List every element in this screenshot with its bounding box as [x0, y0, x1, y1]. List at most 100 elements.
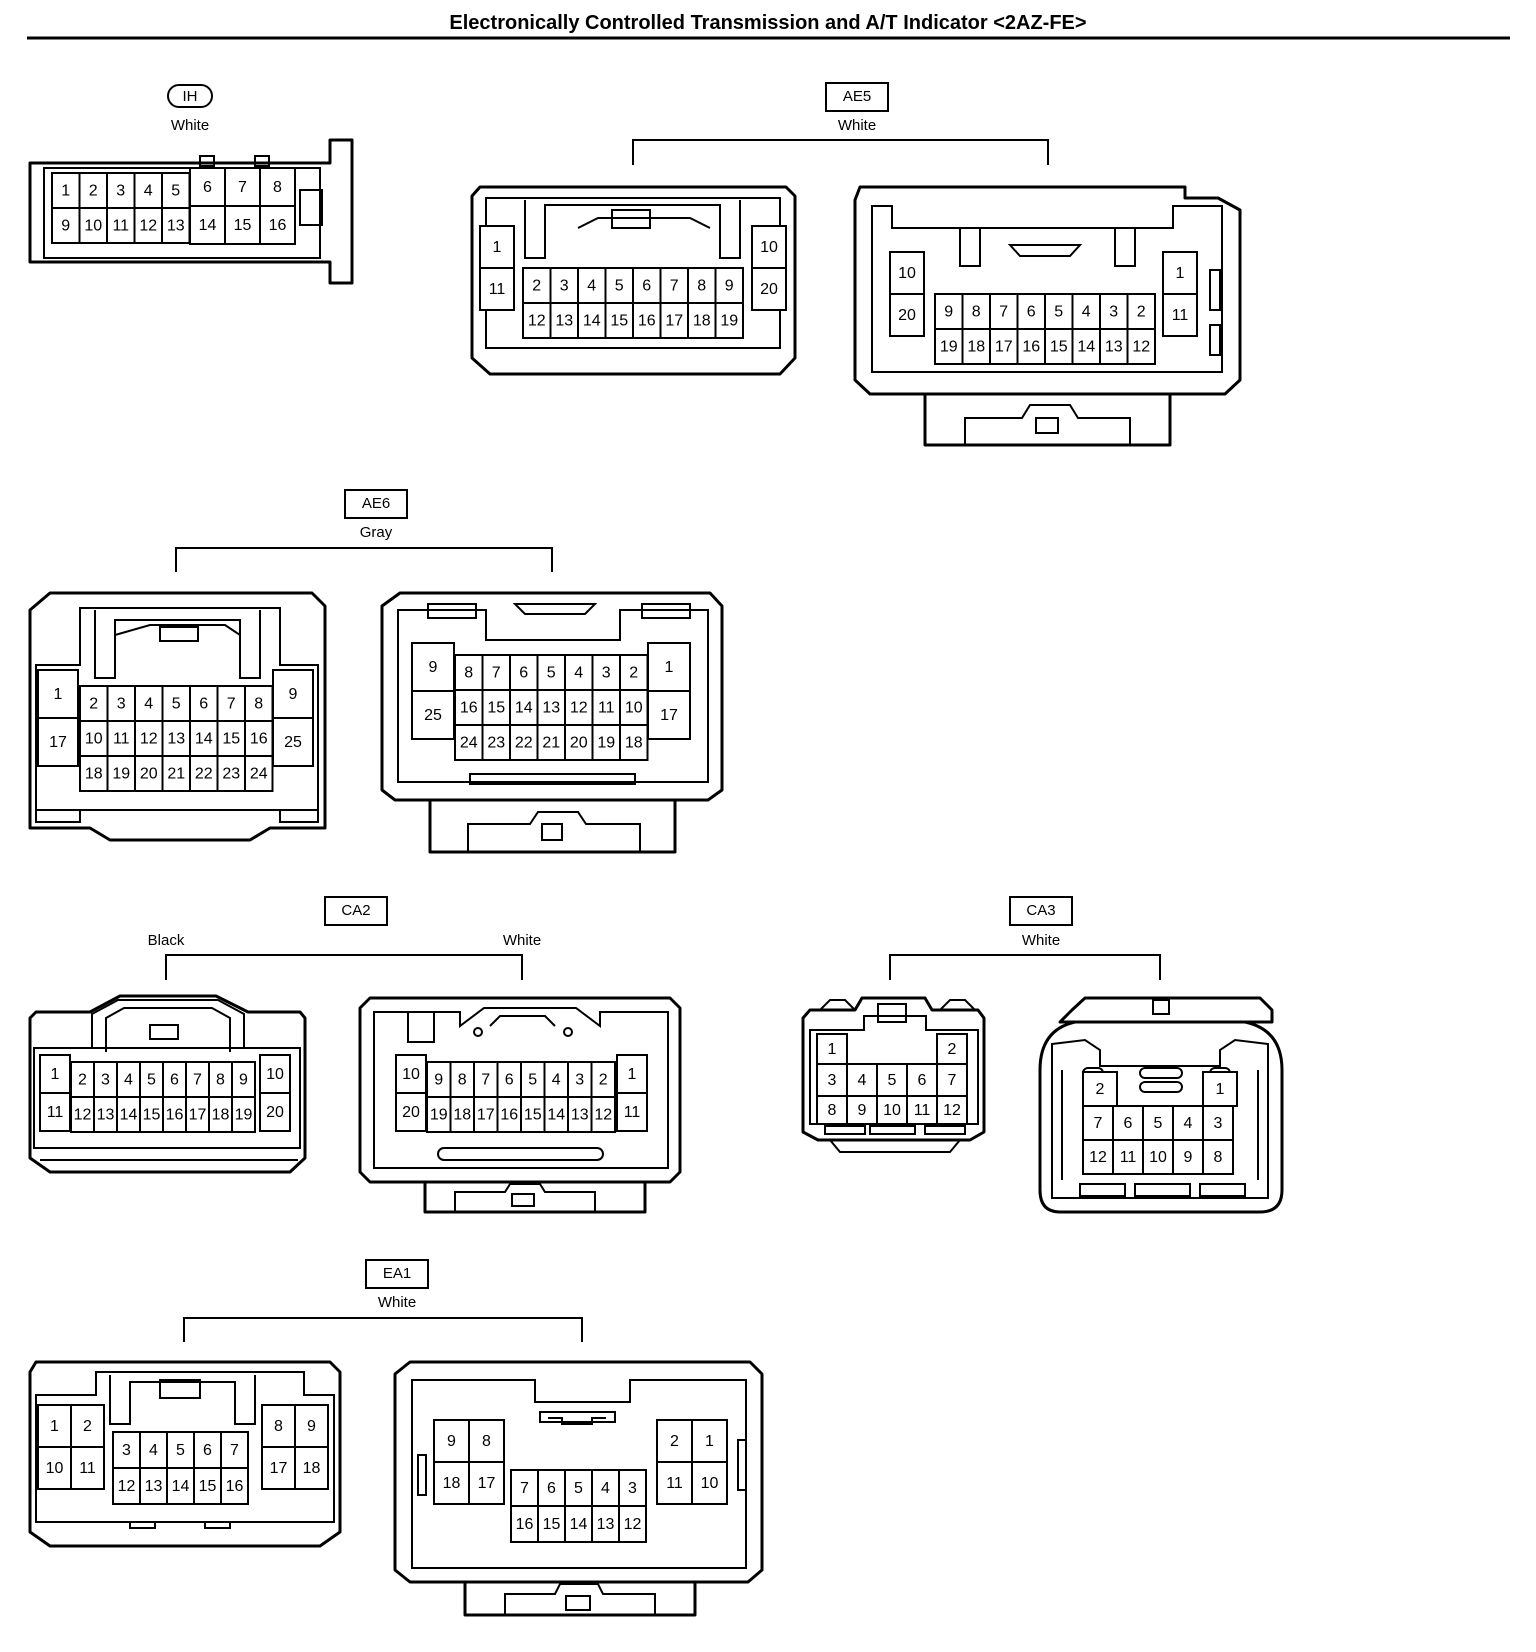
- pin-number: 16: [269, 217, 287, 234]
- pin-cell: [1126, 328, 1156, 365]
- pin-number: 12: [594, 1107, 612, 1124]
- pin-number: 11: [489, 281, 506, 298]
- pin-number: 6: [170, 1072, 179, 1089]
- pin-number: 22: [515, 735, 533, 752]
- pin-number: 14: [120, 1107, 138, 1124]
- rib: [1079, 1183, 1126, 1197]
- pin-number: 19: [235, 1107, 253, 1124]
- connector-base-latch: [454, 1183, 596, 1212]
- pin-number: 16: [460, 700, 478, 717]
- rib: [437, 1147, 604, 1161]
- pin-number: 10: [898, 265, 916, 282]
- pin-number: 7: [230, 1442, 239, 1459]
- lock-tab: [489, 1015, 556, 1027]
- pin-number: 1: [54, 686, 63, 703]
- pin-number: 20: [898, 307, 916, 324]
- connector-base-latch: [467, 811, 641, 852]
- pin-number: 2: [948, 1041, 957, 1058]
- pin-number: 7: [999, 304, 1008, 321]
- pin-number: 14: [583, 313, 601, 330]
- pin-cell: [259, 1092, 291, 1132]
- pin-cell: [549, 302, 579, 339]
- pin-cell: [816, 1095, 848, 1125]
- connector-bracket: [632, 139, 1049, 165]
- pin-cell: [106, 172, 136, 209]
- pin-number: 8: [458, 1072, 467, 1089]
- connector-base: [463, 1582, 697, 1617]
- connector-code: AE5: [843, 88, 871, 105]
- lock-arm: [524, 200, 741, 259]
- pin-number: 1: [1176, 265, 1185, 282]
- pin-cell: [1162, 251, 1198, 295]
- connector-bracket: [175, 547, 553, 572]
- key: [407, 1011, 435, 1043]
- pin-number: 6: [519, 665, 528, 682]
- pin-number: 6: [547, 1480, 556, 1497]
- pin-number: 9: [447, 1433, 456, 1450]
- pin-cell: [522, 302, 552, 339]
- pin-number: 5: [1054, 304, 1063, 321]
- pin-cell: [751, 225, 787, 269]
- pin-number: 3: [628, 1480, 637, 1497]
- pin-number: 15: [199, 1478, 217, 1495]
- pin-cell: [537, 1469, 566, 1507]
- pin-cell: [244, 685, 274, 722]
- pin-number: 25: [424, 707, 442, 724]
- connector-code: CA3: [1026, 902, 1055, 919]
- pin-number: 6: [918, 1072, 927, 1089]
- pin-number: 8: [697, 278, 706, 295]
- pin-number: 4: [124, 1072, 133, 1089]
- key: [1114, 227, 1136, 267]
- pin-number: 7: [520, 1480, 529, 1497]
- key: [1139, 1081, 1183, 1093]
- pin-number: 14: [1077, 339, 1095, 356]
- pin-number: 8: [274, 1418, 283, 1435]
- connector-housing-inner: [33, 1047, 301, 1149]
- pin-cell: [139, 1467, 168, 1505]
- connector-housing-right: [1058, 996, 1274, 1024]
- pin-number: 5: [176, 1442, 185, 1459]
- pin-cell: [1044, 328, 1074, 365]
- pin-number: 13: [97, 1107, 115, 1124]
- pin-cell: [454, 724, 484, 761]
- rib: [35, 810, 319, 823]
- pin-cell: [1202, 1139, 1234, 1175]
- latch: [1152, 999, 1170, 1015]
- connector-color: White: [503, 932, 541, 949]
- pin-number: 10: [402, 1066, 420, 1083]
- pin-cell: [549, 267, 579, 304]
- pin-number: 18: [625, 735, 643, 752]
- pin-number: 2: [629, 665, 638, 682]
- connector-housing-left: [801, 996, 986, 1142]
- pin-cell: [1082, 1071, 1118, 1107]
- pin-number: 15: [487, 700, 505, 717]
- pin-cell: [272, 717, 314, 767]
- lock-tab: [877, 1003, 907, 1023]
- pin-cell: [166, 1467, 195, 1505]
- pin-number: 11: [914, 1102, 931, 1119]
- connector-base: [423, 1182, 647, 1214]
- pin-number: 9: [307, 1418, 316, 1435]
- connector-color: White: [1022, 932, 1060, 949]
- key: [512, 603, 598, 615]
- rib: [1209, 324, 1221, 356]
- pin-number: 8: [254, 696, 263, 713]
- pin-cell: [220, 1467, 249, 1505]
- pin-cell: [479, 267, 515, 311]
- key: [427, 603, 477, 619]
- pin-cell: [189, 167, 226, 207]
- pin-number: 22: [195, 766, 213, 783]
- pin-cell: [70, 1404, 105, 1448]
- pin-number: 18: [212, 1107, 230, 1124]
- pin-number: 19: [430, 1107, 448, 1124]
- pin-number: 17: [49, 734, 67, 751]
- pin-number: 7: [670, 278, 679, 295]
- pin-cell: [259, 205, 296, 245]
- connector-housing-right: [380, 591, 724, 802]
- pin-number: 16: [516, 1516, 534, 1533]
- pin-number: 12: [1089, 1149, 1107, 1166]
- pin-number: 19: [720, 313, 738, 330]
- pin-cell: [51, 207, 81, 244]
- pin-number: 1: [493, 239, 502, 256]
